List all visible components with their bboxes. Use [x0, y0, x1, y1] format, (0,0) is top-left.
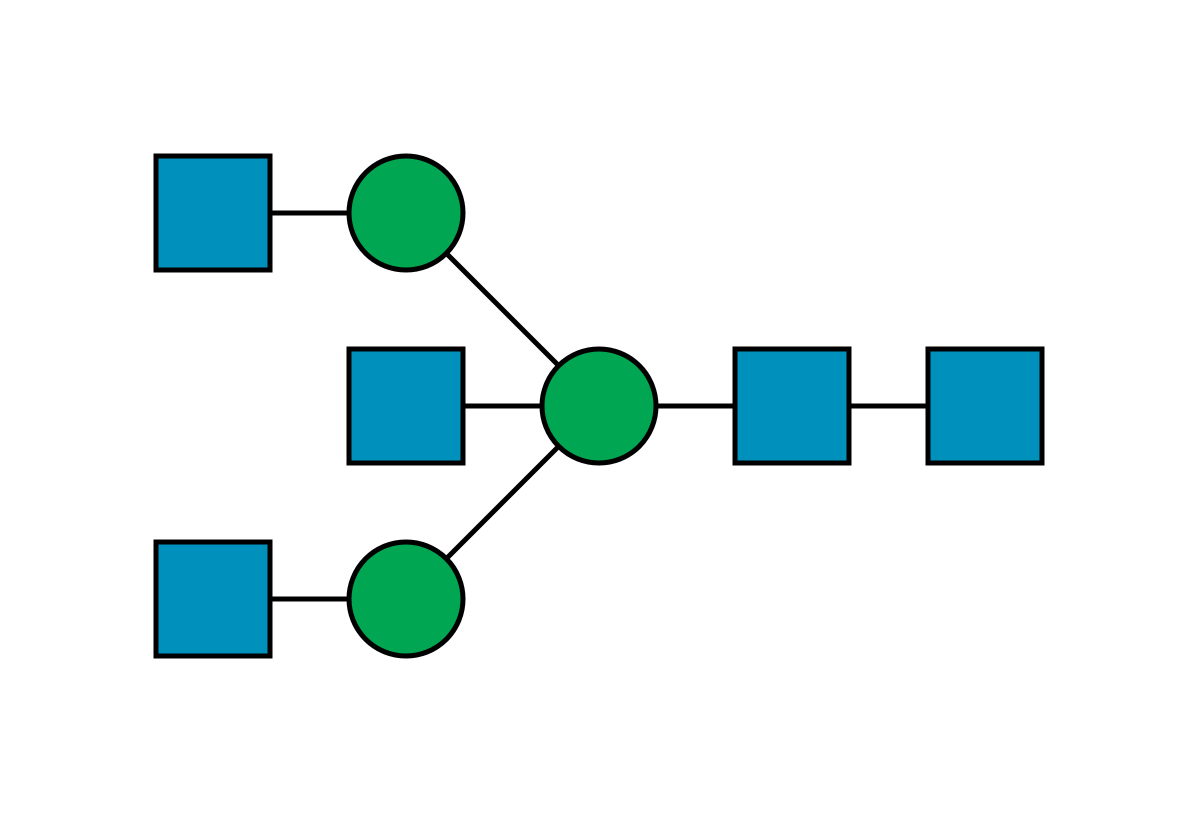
- node-square-bottom-left: [153, 539, 273, 659]
- node-square-middle: [346, 346, 466, 466]
- node-square-top-left: [153, 153, 273, 273]
- node-circle-center: [539, 346, 659, 466]
- node-square-right-2: [925, 346, 1045, 466]
- node-square-right-1: [732, 346, 852, 466]
- nodes-layer: [153, 153, 1045, 659]
- node-circle-bottom: [346, 539, 466, 659]
- node-circle-top: [346, 153, 466, 273]
